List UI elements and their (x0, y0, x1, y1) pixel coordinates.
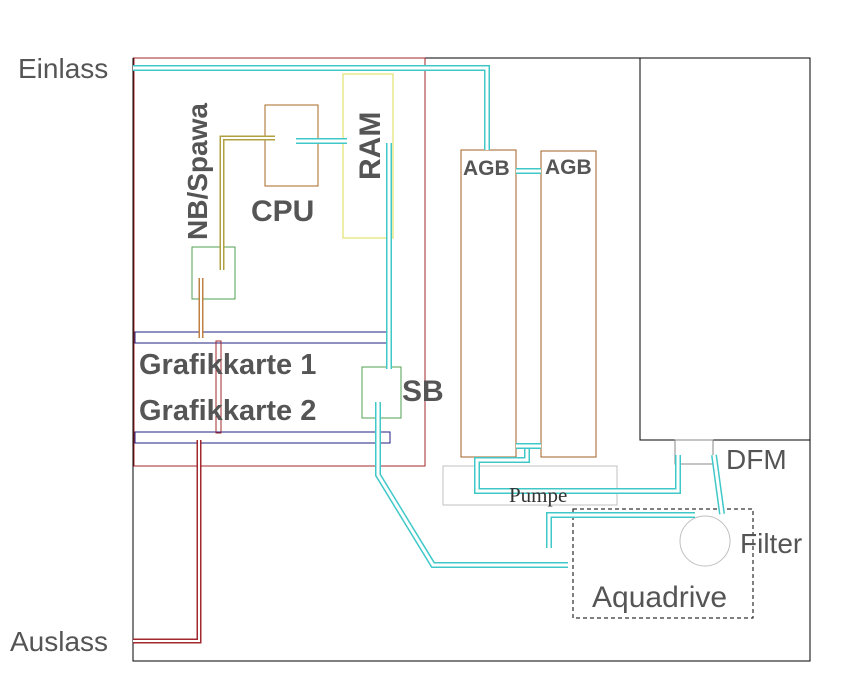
ram-cooler (342, 73, 394, 239)
sb-cooler (361, 366, 402, 419)
agb-right-reservoir (540, 150, 597, 458)
tube-sb-aquadrive-core (376, 402, 568, 567)
nb-spawa-label: NB/Spawa (182, 103, 213, 240)
gpu2-label: Grafikkarte 2 (139, 395, 316, 427)
ram-label: RAM (354, 112, 387, 180)
inlet-label: Einlass (18, 53, 108, 84)
tube-dfm-filter-core (712, 454, 724, 515)
dfm-box (674, 439, 714, 465)
gpu-bridge (215, 340, 222, 434)
agb-left-reservoir (460, 149, 517, 458)
filter-circle (679, 515, 731, 567)
tube-pump-dfm (474, 449, 681, 494)
tube-cpu-nb (219, 135, 275, 270)
filter-label: Filter (740, 528, 802, 559)
outlet-label: Auslass (10, 626, 108, 657)
aquadrive-label: Aquadrive (592, 581, 727, 614)
dfm-label: DFM (726, 444, 787, 475)
cpu-cooler (264, 104, 319, 187)
nb-spawa-cooler (191, 246, 236, 300)
tube-outlet (133, 440, 202, 644)
agb-right-label: AGB (545, 156, 592, 179)
drive-bay (639, 57, 811, 441)
case-outline (132, 57, 811, 662)
pump-box (442, 465, 618, 506)
aquadrive-box (572, 508, 754, 619)
gpu1-slot (134, 331, 391, 344)
tube-pump-dfm-core (475, 449, 680, 493)
tube-pump-aquadrive-core (547, 513, 695, 548)
tube-inlet-agb-core (133, 66, 489, 150)
sb-label: SB (402, 375, 444, 408)
gpu2-slot (134, 431, 391, 444)
mainboard-outline (133, 57, 426, 467)
pump-label: Pumpe (509, 483, 567, 507)
tube-pump-aquadrive (546, 512, 695, 548)
tubing (133, 65, 725, 568)
gpu1-label: Grafikkarte 1 (139, 349, 316, 381)
cpu-label: CPU (251, 195, 314, 228)
agb-left-label: AGB (463, 157, 510, 180)
